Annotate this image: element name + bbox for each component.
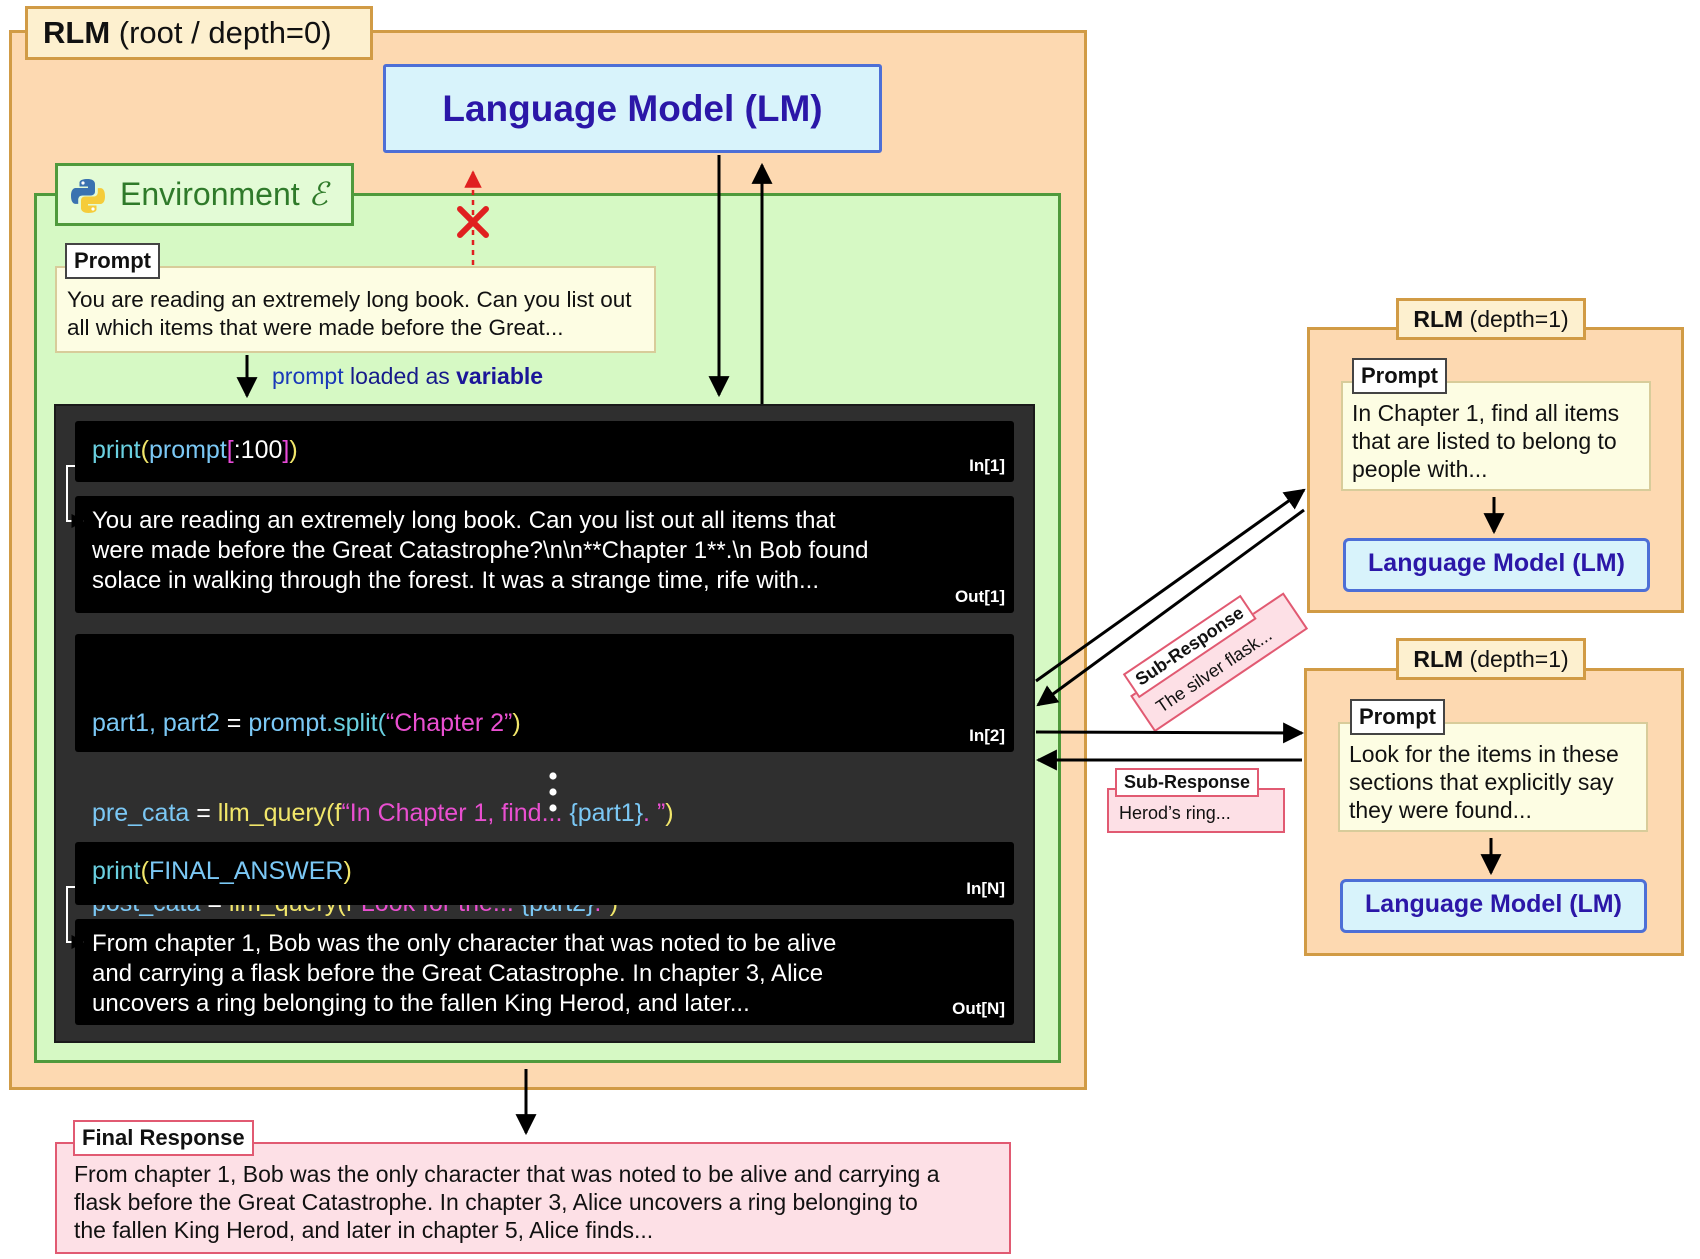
output-cell-n: From chapter 1, Bob was the only charact… [75,919,1014,1025]
environment-tag: Environment ℰ [55,163,354,226]
cell-1-code: print(prompt[:100]) [92,436,298,464]
sub-rlm-2-tag: RLM (depth=1) [1396,638,1586,680]
sub-rlm-2-language-model: Language Model (LM) [1340,879,1647,933]
rlm-root-tag: RLM (root / depth=0) [25,6,373,60]
sub-rlm-1-prompt: In Chapter 1, find all items that are li… [1341,381,1651,491]
sub-rlm-2-prompt-tag: Prompt [1350,699,1445,735]
python-icon [71,179,105,213]
sub-response-2-tag: Sub-Response [1115,768,1260,797]
cell-n-out-label: Out[N] [952,999,1005,1018]
cell-n-code: print(FINAL_ANSWER) [92,857,352,885]
cell-n-in-label: In[N] [966,879,1005,898]
root-prompt-text: You are reading an extremely long book. … [67,287,632,340]
final-response-box: From chapter 1, Bob was the only charact… [55,1142,1011,1254]
code-cell-in-n: print(FINAL_ANSWER) In[N] [75,842,1014,905]
cell-1-in-label: In[1] [969,456,1005,475]
code-cell-in-2: part1, part2 = prompt.split(“Chapter 2”)… [75,634,1014,917]
sub-rlm-1-language-model: Language Model (LM) [1343,538,1650,592]
final-response-tag: Final Response [73,1120,254,1156]
prompt-loaded-caption: prompt loaded as variable [272,363,544,389]
root-prompt-box: You are reading an extremely long book. … [55,266,656,353]
root-prompt-tag: Prompt [65,243,160,279]
cell-2-in-label: In[2] [969,726,1005,745]
code-cell-in-1: print(prompt[:100]) In[1] [75,421,1014,482]
output-cell-1: You are reading an extremely long book. … [75,496,1014,613]
sub-response-1: The silver flask... Sub-Response [1118,574,1309,734]
cell-1-out-label: Out[1] [954,587,1005,606]
sub-rlm-1-tag: RLM (depth=1) [1396,298,1586,340]
cell-1-output: You are reading an extremely long book. … [92,507,869,594]
cell-n-output: From chapter 1, Bob was the only charact… [92,930,837,1017]
sub-rlm-2-prompt: Look for the items in these sections tha… [1338,722,1648,832]
ellipsis-icon [549,772,557,812]
language-model-root: Language Model (LM) [383,64,882,153]
sub-rlm-1-prompt-tag: Prompt [1352,358,1447,394]
